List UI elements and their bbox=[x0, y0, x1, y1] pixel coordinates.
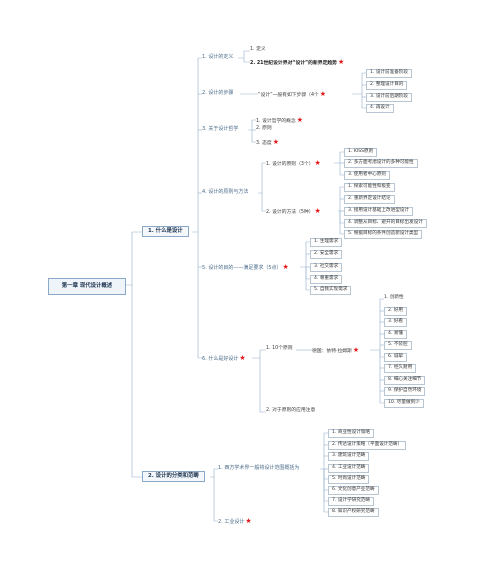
scope-item[interactable]: 1. 商业性设计策略 bbox=[328, 429, 375, 438]
principle-item[interactable]: 2. 好用 bbox=[384, 307, 408, 316]
key-point-star-icon: ★ bbox=[314, 207, 321, 215]
node-philosophy-3[interactable]: 3. 态度★ bbox=[256, 138, 279, 146]
key-point-star-icon: ★ bbox=[272, 138, 279, 146]
scope-item[interactable]: 7. 设计学研究范畴 bbox=[328, 497, 375, 506]
node-definition-1[interactable]: 1. 定义 bbox=[250, 47, 266, 52]
key-point-star-icon: ★ bbox=[314, 159, 321, 167]
node-methods-3[interactable]: 3. 接用设计基础上改进型设计 bbox=[344, 207, 413, 216]
node-methods[interactable]: 2. 设计的方法（5种）★ bbox=[266, 207, 321, 215]
node-steps-4[interactable]: 4. 再设计 bbox=[366, 104, 394, 113]
node-philosophy-1[interactable]: 1. 设计哲学的概念★ bbox=[256, 116, 303, 124]
node-purpose-4[interactable]: 4. 尊重需求 bbox=[310, 275, 343, 284]
node-philosophy[interactable]: 3. 关于设计哲学 bbox=[202, 126, 239, 132]
node-ten-principles[interactable]: 1. 10个原则 bbox=[266, 346, 293, 351]
node-principles-3[interactable]: 3. 使用者中心原则 bbox=[344, 171, 391, 180]
key-point-star-icon: ★ bbox=[352, 346, 360, 354]
key-point-star-icon: ★ bbox=[282, 263, 289, 271]
key-point-star-icon: ★ bbox=[296, 116, 303, 124]
scope-item[interactable]: 4. 工业设计范畴 bbox=[328, 464, 370, 473]
principle-item[interactable]: 6. 诚挚 bbox=[384, 353, 408, 362]
node-definition[interactable]: 1. 设计的定义 bbox=[202, 54, 234, 60]
principle-item[interactable]: 1. 创新性 bbox=[384, 295, 404, 300]
principle-item[interactable]: 7. 经久耐用 bbox=[384, 364, 417, 373]
root-topic[interactable]: 第一章 现代设计概述 bbox=[48, 278, 126, 295]
node-purpose[interactable]: 5. 设计的目的——满足要求（5点）★ bbox=[202, 263, 289, 271]
node-principles-methods[interactable]: 4. 设计的原则与方法 bbox=[202, 189, 249, 195]
scope-item[interactable]: 5. 时尚设计范畴 bbox=[328, 475, 370, 484]
node-design-scope[interactable]: 1. 西方学术界一般将设计范围概括为 bbox=[218, 465, 300, 471]
node-steps-3[interactable]: 3. 设计前后期阶段 bbox=[366, 93, 413, 102]
principle-item[interactable]: 10. 尽量做到少 bbox=[384, 399, 424, 408]
scope-item[interactable]: 3. 建筑设计范畴 bbox=[328, 452, 370, 461]
scope-item[interactable]: 8. 知识产权研究范畴 bbox=[328, 508, 379, 517]
node-definition-2[interactable]: 2. 21世纪设计界对“设计”的新界定趋势★ bbox=[250, 58, 345, 66]
principle-item[interactable]: 3. 好看 bbox=[384, 318, 408, 327]
node-methods-5[interactable]: 5. 根据目标的条件创造新设计类型 bbox=[344, 230, 423, 239]
topic-design-categories[interactable]: 2. 设计的分类和范畴 bbox=[142, 471, 205, 483]
topic-what-is-design[interactable]: 1. 什么是设计 bbox=[142, 226, 189, 238]
principle-item[interactable]: 4. 易懂 bbox=[384, 330, 408, 339]
node-steps-summary[interactable]: “设计”一般有如下步骤（4个★ bbox=[258, 90, 327, 98]
key-point-star-icon: ★ bbox=[319, 90, 327, 98]
node-principles-1[interactable]: 1. KISS原则 bbox=[344, 148, 378, 157]
node-methods-2[interactable]: 2. 重新界定设计结论 bbox=[344, 195, 395, 204]
node-purpose-2[interactable]: 2. 安全需求 bbox=[310, 250, 343, 259]
node-steps-1[interactable]: 1. 设计前准备阶段 bbox=[366, 69, 413, 78]
node-steps[interactable]: 2. 设计的步骤 bbox=[202, 90, 234, 96]
node-purpose-1[interactable]: 1. 生理需求 bbox=[310, 238, 343, 247]
node-principles-usage[interactable]: 2. 对于原则的应用注意 bbox=[266, 408, 316, 413]
principle-item[interactable]: 8. 细心关注细节 bbox=[384, 376, 426, 385]
principle-item[interactable]: 9. 保护自然环境 bbox=[384, 387, 426, 396]
key-point-star-icon: ★ bbox=[239, 354, 246, 362]
node-purpose-3[interactable]: 3. 社交需求 bbox=[310, 263, 343, 272]
node-methods-1[interactable]: 1. 探索可能性和极变 bbox=[344, 183, 395, 192]
node-philosophy-2[interactable]: 2. 原则 bbox=[256, 126, 272, 131]
node-principles-2[interactable]: 2. 多方面考虑设计的多种可能性 bbox=[344, 159, 418, 168]
key-point-star-icon: ★ bbox=[337, 58, 345, 66]
node-principles[interactable]: 1. 设计的原则（3个）★ bbox=[266, 159, 321, 167]
scope-item[interactable]: 2. 传达设计策略（平面设计范畴） bbox=[328, 441, 407, 450]
node-steps-2[interactable]: 2. 整理设计目的 bbox=[366, 81, 408, 90]
node-industrial-design[interactable]: 2. 工业设计★ bbox=[218, 517, 252, 525]
principle-item[interactable]: 5. 不装腔 bbox=[384, 341, 412, 350]
node-good-design[interactable]: 6. 什么是好设计★ bbox=[202, 354, 246, 362]
node-ten-principles-author[interactable]: 德国：依特·拉姆斯★ bbox=[312, 346, 360, 354]
scope-item[interactable]: 6. 文化创意产业范畴 bbox=[328, 486, 379, 495]
node-methods-4[interactable]: 4. 调整从目标、避开的目标出发设计 bbox=[344, 219, 427, 228]
node-purpose-5[interactable]: 5. 自我实现需求 bbox=[310, 286, 352, 295]
key-point-star-icon: ★ bbox=[245, 517, 252, 525]
